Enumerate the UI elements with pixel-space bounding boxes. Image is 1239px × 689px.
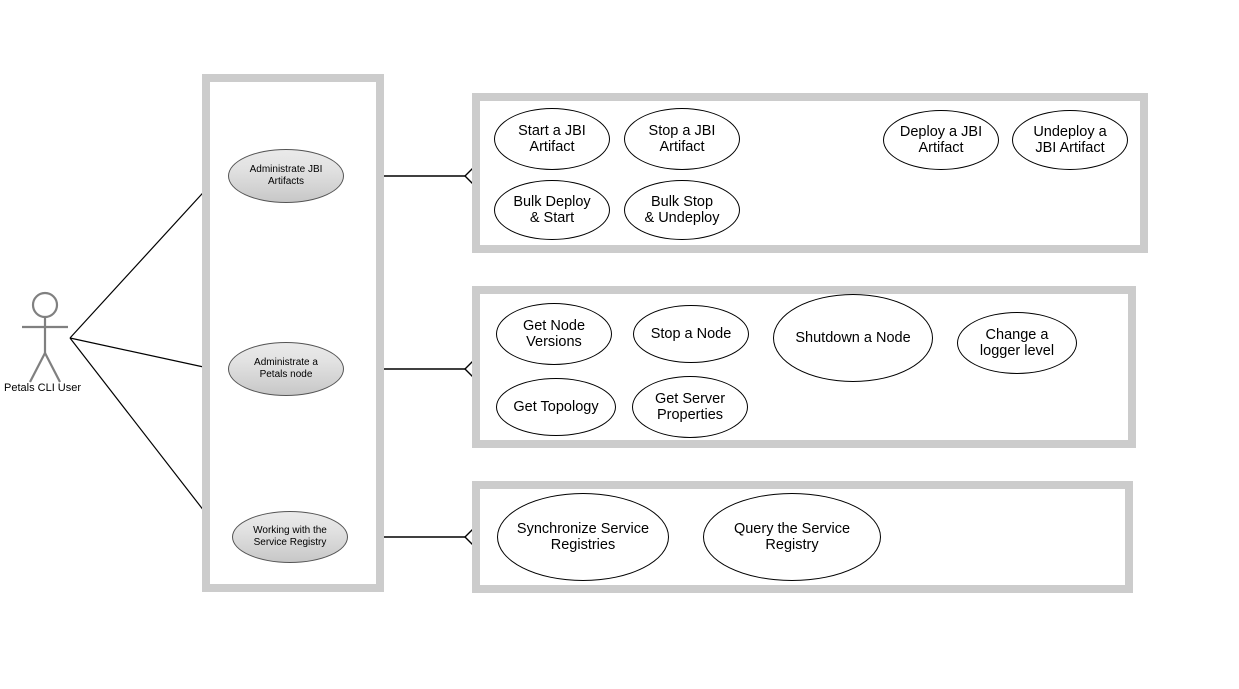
usecase-label-line: logger level: [979, 343, 1055, 359]
usecase-label-line: Change a: [985, 326, 1049, 343]
usecase-get-node-versions[interactable]: Get Node Versions: [496, 303, 612, 365]
usecase-label-line: Deploy a JBI: [899, 123, 983, 140]
usecase-change-a-logger-level[interactable]: Change a logger level: [957, 312, 1077, 374]
usecase-synchronize-service-registries[interactable]: Synchronize Service Registries: [497, 493, 669, 581]
usecase-label-line: JBI Artifact: [1035, 140, 1105, 156]
usecase-label-line: & Undeploy: [644, 210, 720, 226]
usecase-start-a-jbi-artifact[interactable]: Start a JBI Artifact: [494, 108, 610, 170]
actor-right-leg-icon: [44, 352, 61, 383]
usecase-get-server-properties[interactable]: Get Server Properties: [632, 376, 748, 438]
usecase-label-line: Get Topology: [513, 398, 599, 415]
usecase-administrate-petals-node[interactable]: Administrate a Petals node: [228, 342, 344, 396]
actor-label: Petals CLI User: [4, 382, 82, 394]
usecase-label-line: Artifact: [918, 140, 964, 156]
usecase-label-line: Shutdown a Node: [795, 329, 911, 346]
usecase-label-line: Undeploy a: [1033, 123, 1107, 140]
usecase-label-line: Artifact: [659, 139, 705, 155]
usecase-label-line: Query the Service: [733, 520, 851, 537]
usecase-deploy-a-jbi-artifact[interactable]: Deploy a JBI Artifact: [883, 110, 999, 170]
usecase-label-line: Bulk Deploy: [513, 193, 591, 210]
usecase-label-line: Start a JBI: [518, 122, 586, 139]
usecase-label-line: Get Node: [522, 317, 586, 334]
usecase-undeploy-a-jbi-artifact[interactable]: Undeploy a JBI Artifact: [1012, 110, 1128, 170]
usecase-label-line: Registry: [765, 537, 819, 553]
usecase-label-line: Administrate a: [254, 356, 318, 368]
actor-petals-cli-user[interactable]: [22, 291, 68, 383]
usecase-bulk-deploy-and-start[interactable]: Bulk Deploy & Start: [494, 180, 610, 240]
usecase-label-line: Administrate JBI: [249, 163, 323, 175]
usecase-label-line: Service Registry: [253, 537, 327, 548]
usecase-label-line: Petals node: [259, 369, 313, 380]
usecase-label-line: Versions: [526, 334, 582, 350]
usecase-administrate-jbi-artifacts[interactable]: Administrate JBI Artifacts: [228, 149, 344, 203]
usecase-label-line: Artifacts: [267, 176, 305, 187]
usecase-label-line: Synchronize Service: [516, 520, 650, 537]
actor-left-leg-icon: [29, 352, 46, 383]
usecase-label-line: Stop a JBI: [648, 122, 716, 139]
usecase-stop-a-jbi-artifact[interactable]: Stop a JBI Artifact: [624, 108, 740, 170]
usecase-working-with-service-registry[interactable]: Working with the Service Registry: [232, 511, 348, 563]
usecase-label-line: Artifact: [529, 139, 575, 155]
usecase-bulk-stop-and-undeploy[interactable]: Bulk Stop & Undeploy: [624, 180, 740, 240]
main-package-container: [202, 74, 384, 592]
usecase-label-line: Get Server: [654, 390, 726, 407]
usecase-query-the-service-registry[interactable]: Query the Service Registry: [703, 493, 881, 581]
usecase-label-line: Bulk Stop: [650, 193, 714, 210]
usecase-shutdown-a-node[interactable]: Shutdown a Node: [773, 294, 933, 382]
usecase-label-line: Properties: [656, 407, 724, 423]
usecase-label-line: & Start: [529, 210, 575, 226]
usecase-stop-a-node[interactable]: Stop a Node: [633, 305, 749, 363]
usecase-label-line: Stop a Node: [650, 325, 732, 342]
usecase-get-topology[interactable]: Get Topology: [496, 378, 616, 436]
usecase-label-line: Registries: [550, 537, 616, 553]
usecase-label-line: Working with the: [253, 524, 327, 536]
actor-head-icon: [31, 291, 59, 319]
